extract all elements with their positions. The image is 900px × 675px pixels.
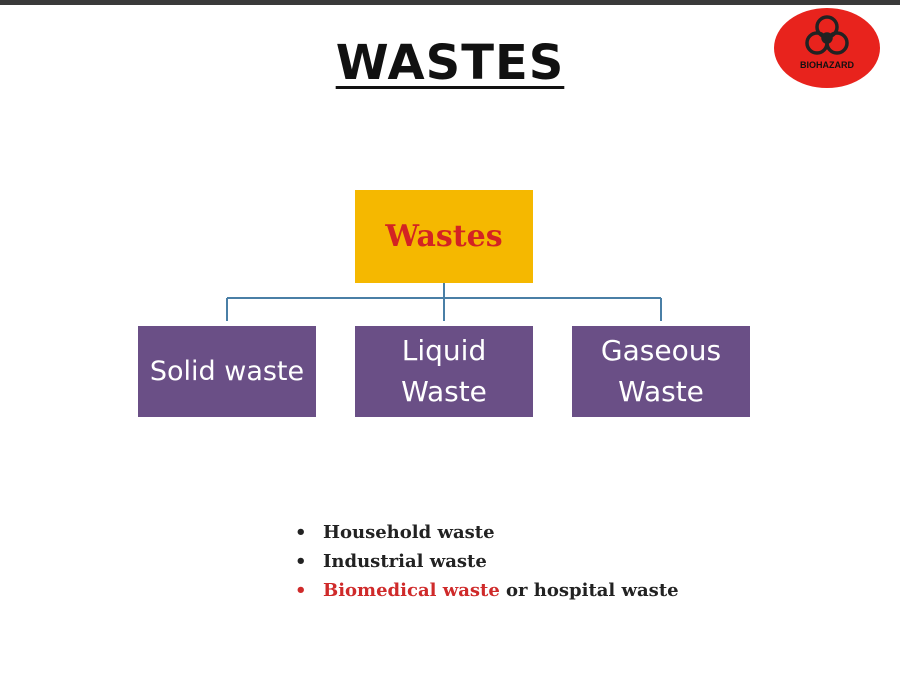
waste-types-list: • Household waste • Industrial waste • Biom…	[295, 518, 679, 605]
biohazard-label: BIOHAZARD	[800, 60, 854, 70]
list-item-text: Household waste	[323, 522, 495, 543]
biohazard-badge: BIOHAZARD	[774, 8, 880, 88]
root-node-wastes: Wastes	[355, 190, 533, 283]
node-gaseous-waste: Gaseous Waste	[572, 326, 750, 417]
biohazard-icon	[805, 15, 849, 55]
list-item: • Industrial waste	[295, 547, 679, 576]
list-item-text: or hospital waste	[499, 580, 679, 601]
list-item: • Household waste	[295, 518, 679, 547]
list-item-highlight: Biomedical waste	[323, 580, 500, 601]
node-solid-waste: Solid waste	[138, 326, 316, 417]
slide: WASTES BIOHAZARD Wastes Solid waste Liqu…	[0, 5, 900, 675]
node-liquid-waste: Liquid Waste	[355, 326, 533, 417]
slide-title: WASTES	[335, 35, 565, 91]
window-top-bar	[0, 0, 900, 5]
list-item-text: Industrial waste	[323, 551, 487, 572]
bullet-icon: •	[295, 580, 307, 601]
bullet-icon: •	[295, 522, 307, 543]
list-item: • Biomedical waste or hospital waste	[295, 576, 679, 605]
bullet-icon: •	[295, 551, 307, 572]
tree-connectors	[226, 278, 662, 321]
